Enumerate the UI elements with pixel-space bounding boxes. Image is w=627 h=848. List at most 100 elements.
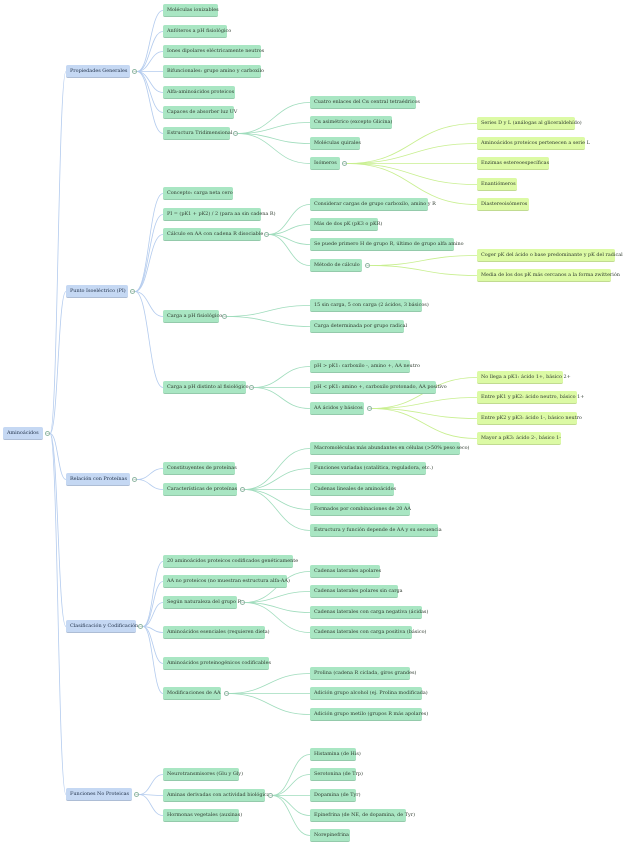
node-coger-pk[interactable]: Coger pK del ácido o base predominante y… — [477, 249, 623, 262]
toggle-aminas-icon[interactable]: − — [268, 793, 273, 798]
root-node[interactable]: Aminoácidos — [3, 427, 43, 440]
node-prolina[interactable]: Prolina (cadena R ciclada, giros grandes… — [310, 667, 416, 680]
edge-branch-clasificacion-codificacion-to-node-aa-proteinogenicos — [142, 626, 164, 664]
node-caracteristicas-proteinas[interactable]: Características de proteínas — [163, 483, 237, 496]
node-cadenas-polares[interactable]: Cadenas laterales polares sin carga — [310, 585, 403, 598]
node-formula-pi[interactable]: PI = (pK1 + pK2) / 2 (para aa sin cadena… — [163, 208, 276, 221]
node-mayor-pk3[interactable]: Mayor a pK3: ácido 2-, básico 1- — [477, 432, 561, 445]
node-iones-dipolares[interactable]: Iones dipolares eléctricamente neutros — [163, 45, 264, 58]
node-aa-no-proteicos[interactable]: AA no proteicos (no muestran estructura … — [163, 575, 290, 588]
node-cuatro-enlaces[interactable]: Cuatro enlaces del Cα central tetraédric… — [310, 96, 420, 109]
node-calculo-cadena-r[interactable]: Cálculo en AA con cadena R disociable — [163, 228, 263, 241]
edge-node-carga-ph-distinto-to-node-ph-mayor-pk1 — [252, 366, 311, 388]
node-carga-grupo-radical[interactable]: Carga determinada por grupo radical — [310, 320, 407, 333]
node-estructura-tridimensional[interactable]: Estructura Tridimensional — [163, 127, 232, 140]
node-funciones-variadas[interactable]: Funciones variadas (catalítica, regulado… — [310, 462, 433, 475]
node-aa-acidos-basicos[interactable]: AA ácidos y básicos — [310, 402, 364, 415]
toggle-funciones-no-proteicas-icon[interactable]: − — [134, 792, 139, 797]
edge-node-calculo-cadena-r-to-node-considerar-cargas — [267, 204, 311, 235]
node-aa-esenciales[interactable]: Aminoácidos esenciales (requieren dieta) — [163, 626, 270, 639]
node-combinaciones-20-aa[interactable]: Formados por combinaciones de 20 AA — [310, 503, 411, 516]
node-ph-menor-pk1[interactable]: pH < pK1: amino +, carboxilo protonado, … — [310, 381, 447, 394]
node-modificaciones-aa[interactable]: Modificaciones de AA — [163, 687, 221, 700]
node-moleculas-quirales[interactable]: Moléculas quirales — [310, 137, 361, 150]
node-enzimas-estereoespecificas[interactable]: Enzimas estereoespecíficas — [477, 157, 549, 170]
node-segun-grupo-r[interactable]: Según naturaleza del grupo R — [163, 596, 241, 609]
toggle-aa-acidos-icon[interactable]: − — [367, 406, 372, 411]
node-carga-ph-distinto[interactable]: Carga a pH distinto al fisiológico — [163, 381, 249, 394]
edge-branch-propiedades-generales-to-node-estructura-tridimensional — [136, 71, 164, 134]
branch-clasificacion-codificacion[interactable]: Clasificación y Codificación — [66, 620, 138, 633]
node-alfa-aminoacidos[interactable]: Alfa-aminoácidos proteicos — [163, 86, 235, 99]
edge-branch-funciones-no-proteicas-to-node-neurotransmisores — [138, 774, 164, 795]
node-series-d-l[interactable]: Series D y L (análogas al gliceraldehído… — [477, 117, 582, 130]
node-15-sin-carga[interactable]: 15 sin carga, 5 con carga (2 ácidos, 3 b… — [310, 299, 429, 312]
node-moleculas-ionizables[interactable]: Moléculas ionizables — [163, 4, 219, 17]
node-considerar-cargas[interactable]: Considerar cargas de grupo carboxilo, am… — [310, 198, 436, 211]
node-constituyentes-proteinas[interactable]: Constituyentes de proteínas — [163, 462, 237, 475]
node-aa-proteinogenicos[interactable]: Aminoácidos proteinogénicos codificables — [163, 657, 271, 670]
node-histamina[interactable]: Histamina (de His) — [310, 748, 361, 761]
edge-node-estructura-tridimensional-to-node-cuatro-enlaces — [236, 102, 311, 134]
node-calfa-asimetrico[interactable]: Cα asimétrico (excepto Glicina) — [310, 116, 392, 129]
toggle-grupo-r-icon[interactable]: − — [240, 600, 245, 605]
edge-node-aminas-derivadas-to-node-norepinefrina — [271, 795, 311, 836]
node-diastereoisomeros[interactable]: Diastereoisómeros — [477, 198, 529, 211]
edge-node-isomeros-to-node-series-d-l — [346, 123, 478, 164]
node-entre-pk1-pk2[interactable]: Entre pK1 y pK2: ácido neutro, básico 1+ — [477, 391, 584, 404]
node-primero-h-grupo-r[interactable]: Se puede primero H de grupo R, último de… — [310, 238, 464, 251]
toggle-caracteristicas-icon[interactable]: − — [240, 487, 245, 492]
branch-punto-isoelectrico[interactable]: Punto Isoeléctrico (PI) — [66, 285, 128, 298]
node-entre-pk2-pk3[interactable]: Entre pK2 y pK3: ácido 1-, básico neutro — [477, 412, 582, 425]
node-epinefrina[interactable]: Epinefrina (de NE, de dopamina, de Tyr) — [310, 809, 415, 822]
node-neurotransmisores[interactable]: Neurotransmisores (Glu y Gly) — [163, 768, 243, 781]
edge-root-node-to-branch-funciones-no-proteicas — [49, 433, 67, 795]
node-enantiomeros[interactable]: Enantiómeros — [477, 178, 517, 191]
node-mas-de-dos-pk[interactable]: Más de dos pK (pK3 o pKR) — [310, 218, 382, 231]
toggle-relacion-proteinas-icon[interactable]: − — [132, 477, 137, 482]
edge-node-estructura-tridimensional-to-node-calfa-asimetrico — [236, 122, 311, 134]
node-absorben-luz-uv[interactable]: Capaces de absorber luz UV — [163, 106, 237, 119]
node-adicion-metilo[interactable]: Adición grupo metilo (grupos R más apola… — [310, 708, 428, 721]
node-cadenas-negativas[interactable]: Cadenas laterales con carga negativa (ác… — [310, 606, 428, 619]
node-estructura-funcion[interactable]: Estructura y función depende de AA y su … — [310, 524, 442, 537]
node-serie-l[interactable]: Aminoácidos proteicos pertenecen a serie… — [477, 137, 590, 150]
node-dopamina[interactable]: Dopamina (de Tyr) — [310, 789, 361, 802]
toggle-estructura-icon[interactable]: − — [233, 131, 238, 136]
node-20-aminoacidos[interactable]: 20 aminoácidos proteicos codificados gen… — [163, 555, 298, 568]
edge-node-segun-grupo-r-to-node-cadenas-negativas — [243, 602, 311, 613]
node-concepto-carga-cero[interactable]: Concepto: carga neta cero — [163, 187, 233, 200]
node-no-llega-pk1[interactable]: No llega a pK1: ácido 1+, básico 2+ — [477, 371, 571, 384]
toggle-clasificacion-codificacion-icon[interactable]: − — [138, 624, 143, 629]
toggle-root-icon[interactable]: − — [45, 431, 50, 436]
node-anfoteros[interactable]: Anfóteros a pH fisiológico — [163, 25, 231, 38]
node-hormonas-vegetales[interactable]: Hormonas vegetales (auxinas) — [163, 809, 242, 822]
node-bifuncionales[interactable]: Bifuncionales: grupo amino y carboxilo — [163, 65, 264, 78]
edge-node-metodo-calculo-to-node-coger-pk — [368, 255, 478, 266]
toggle-carga-fisiologico-icon[interactable]: − — [222, 314, 227, 319]
node-metodo-calculo[interactable]: Método de cálculo — [310, 259, 362, 272]
node-ph-mayor-pk1[interactable]: pH > pK1: carboxilo -, amino +, AA neutr… — [310, 360, 420, 373]
branch-funciones-no-proteicas[interactable]: Funciones No Proteicas — [66, 788, 132, 801]
branch-relacion-proteinas[interactable]: Relación con Proteínas — [66, 473, 130, 486]
toggle-calculo-icon[interactable]: − — [264, 232, 269, 237]
branch-propiedades-generales[interactable]: Propiedades Generales — [66, 65, 130, 78]
node-isomeros[interactable]: Isómeros — [310, 157, 340, 170]
node-media-pk[interactable]: Media de los dos pK más cercanos a la fo… — [477, 269, 620, 282]
toggle-punto-isoelectrico-icon[interactable]: − — [130, 289, 135, 294]
node-cadenas-apolares[interactable]: Cadenas laterales apolares — [310, 565, 381, 578]
toggle-propiedades-generales-icon[interactable]: − — [132, 69, 137, 74]
node-cadenas-lineales[interactable]: Cadenas lineales de aminoácidos — [310, 483, 396, 496]
node-adicion-alcohol[interactable]: Adición grupo alcohol (ej. Prolina modif… — [310, 687, 428, 700]
node-carga-ph-fisiologico[interactable]: Carga a pH fisiológico — [163, 310, 222, 323]
toggle-metodo-icon[interactable]: − — [365, 263, 370, 268]
node-cadenas-positivas[interactable]: Cadenas laterales con carga positiva (bá… — [310, 626, 426, 639]
node-aminas-derivadas[interactable]: Aminas derivadas con actividad biológica — [163, 789, 270, 802]
node-serotonina[interactable]: Serotonina (de Trp) — [310, 768, 363, 781]
node-macromoleculas[interactable]: Macromoléculas más abundantes en células… — [310, 442, 469, 455]
toggle-isomeros-icon[interactable]: − — [342, 161, 347, 166]
node-norepinefrina[interactable]: Norepinefrina — [310, 829, 350, 842]
toggle-modificaciones-icon[interactable]: − — [224, 691, 229, 696]
toggle-carga-distinto-icon[interactable]: − — [249, 385, 254, 390]
edge-node-estructura-tridimensional-to-node-moleculas-quirales — [236, 133, 311, 144]
